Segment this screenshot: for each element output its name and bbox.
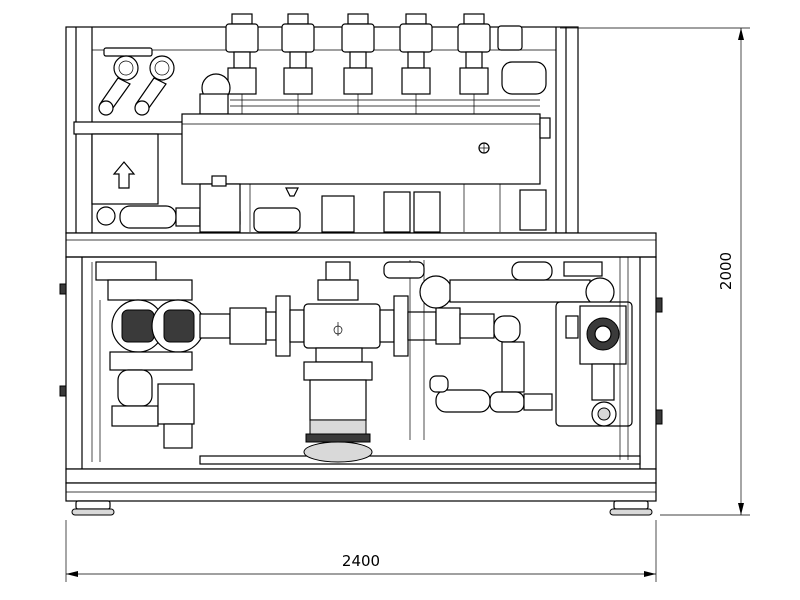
left-bent-pipes	[98, 47, 175, 116]
lower-frame	[65, 256, 657, 502]
upper-right-pipe-loop	[383, 261, 615, 309]
top-valve-1	[225, 13, 259, 116]
top-valve-5	[457, 13, 491, 116]
height-dimension: 2000	[560, 27, 750, 516]
width-dimension-label: 2400	[342, 552, 380, 570]
top-valve-row	[199, 13, 547, 116]
right-pump-box	[555, 301, 633, 427]
top-valve-3	[341, 13, 375, 116]
up-arrow-icon	[112, 161, 136, 189]
manifold-header	[181, 113, 551, 185]
machine-feet	[71, 500, 653, 516]
middle-beam	[65, 232, 657, 258]
main-pipe	[199, 295, 495, 357]
height-dimension-label: 2000	[717, 252, 735, 290]
top-valve-4	[399, 13, 433, 116]
lower-manifold-valves	[199, 175, 547, 233]
right-frame-details	[59, 257, 663, 460]
left-pump-assembly	[91, 261, 205, 462]
width-dimension: 2400	[65, 520, 657, 582]
top-valve-2	[281, 13, 315, 116]
center-control-valve	[303, 261, 373, 463]
